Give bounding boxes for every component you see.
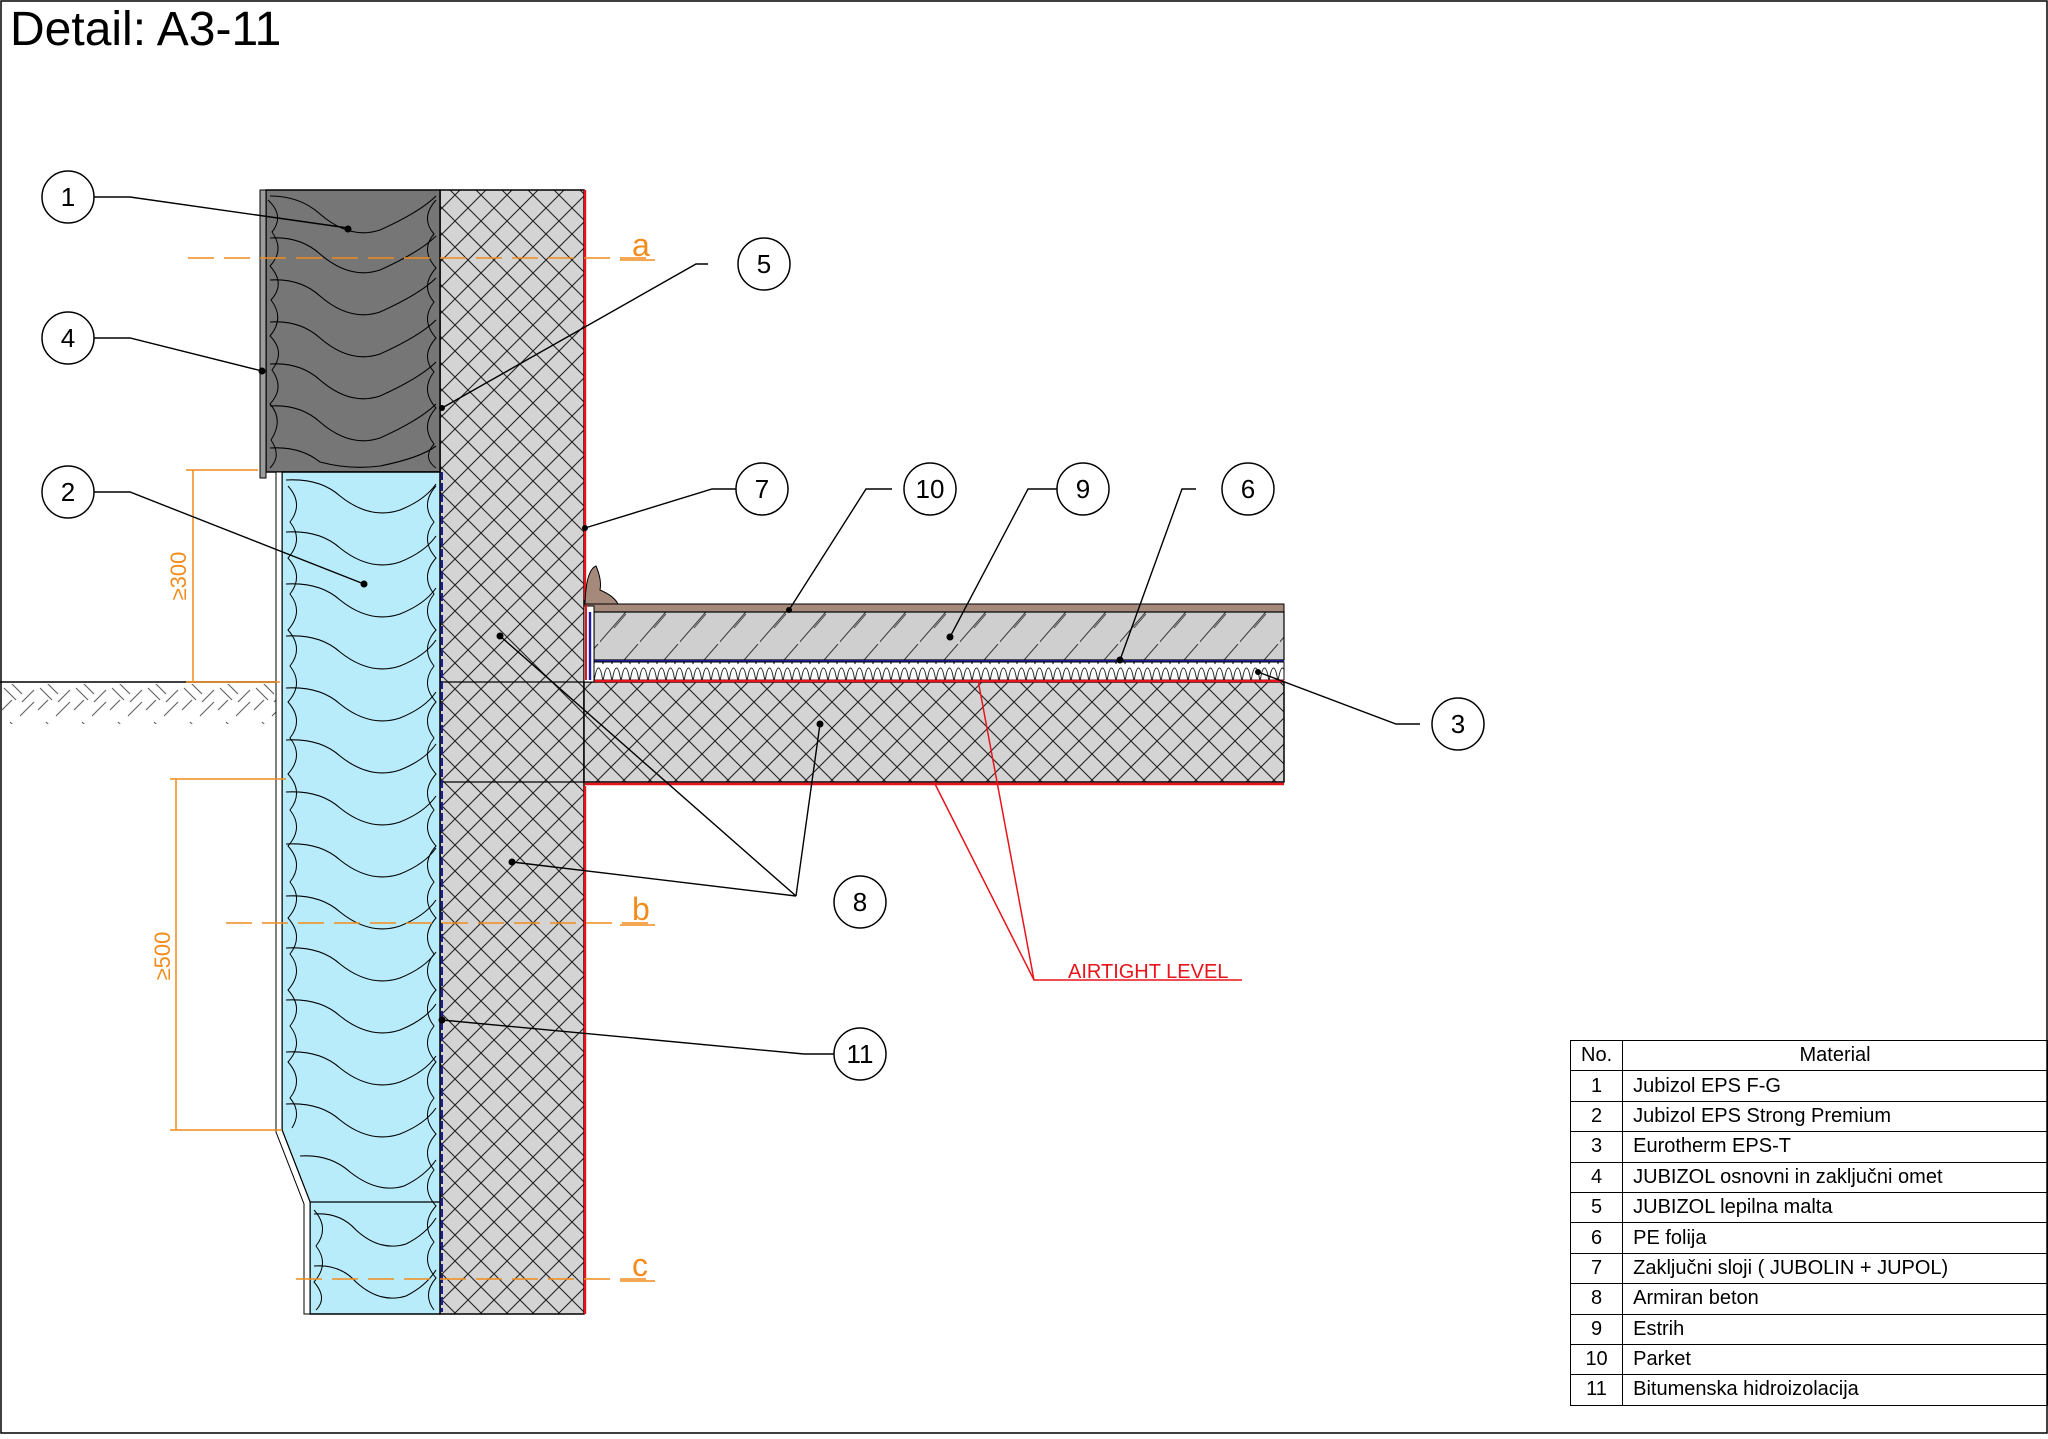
svg-text:4: 4 <box>61 323 75 353</box>
svg-text:6: 6 <box>1241 474 1255 504</box>
callout-7: 7 <box>735 462 789 516</box>
airtight-leaders <box>933 679 1242 981</box>
legend-row-material: PE folija <box>1622 1222 2048 1254</box>
legend-row-material: Armiran beton <box>1622 1283 2048 1315</box>
legend-row-no: 2 <box>1569 1100 1624 1133</box>
svg-text:11: 11 <box>847 1039 874 1069</box>
page-title: Detail: A3-11 <box>10 3 282 56</box>
svg-text:8: 8 <box>853 887 867 917</box>
level-label-c: c <box>632 1247 648 1283</box>
eps-strong-premium-insulation <box>275 471 441 1315</box>
svg-text:1: 1 <box>61 182 75 212</box>
callout-9: 9 <box>1056 462 1110 516</box>
legend-header-row: No. Material <box>1569 1039 2048 1072</box>
legend-row-material: Parket <box>1622 1343 2048 1376</box>
legend-row-no: 4 <box>1569 1161 1624 1193</box>
legend-row-material: Jubizol EPS F-G <box>1622 1070 2048 1102</box>
ground <box>0 681 283 724</box>
callout-2: 2 <box>41 465 95 519</box>
callout-1: 1 <box>41 170 95 224</box>
reinforced-concrete <box>439 189 1285 1315</box>
svg-text:9: 9 <box>1076 474 1090 504</box>
legend-header-no: No. <box>1569 1039 1624 1072</box>
skirting-board <box>584 565 619 605</box>
svg-text:2: 2 <box>61 477 75 507</box>
svg-text:3: 3 <box>1451 709 1465 739</box>
legend-row-no: 9 <box>1569 1313 1624 1345</box>
floor-buildup <box>583 565 1285 683</box>
leader-lines <box>94 196 1420 1055</box>
svg-text:5: 5 <box>757 249 771 279</box>
legend-row-material: Bitumenska hidroizolacija <box>1622 1374 2048 1406</box>
level-label-a: a <box>632 227 650 263</box>
legend-row-material: Zaključni sloji ( JUBOLIN + JUPOL) <box>1622 1252 2048 1285</box>
legend-row-no: 7 <box>1569 1252 1624 1285</box>
callout-11: 11 <box>833 1027 887 1081</box>
callout-5: 5 <box>737 237 791 291</box>
callout-6: 6 <box>1221 462 1275 516</box>
callout-10: 10 <box>903 462 957 516</box>
legend-row-material: Jubizol EPS Strong Premium <box>1622 1100 2048 1133</box>
legend-header-material: Material <box>1622 1039 2048 1072</box>
legend-row-no: 1 <box>1569 1070 1624 1102</box>
svg-text:7: 7 <box>755 474 769 504</box>
dimension-lines <box>170 469 286 1131</box>
legend-row-material: JUBIZOL osnovni in zaključni omet <box>1622 1161 2048 1193</box>
leader-dots <box>258 225 1261 1024</box>
legend-row-no: 11 <box>1569 1374 1624 1406</box>
legend-row-no: 10 <box>1569 1343 1624 1376</box>
legend-row-material: JUBIZOL lepilna malta <box>1622 1191 2048 1224</box>
level-lines: a b c <box>188 227 655 1283</box>
eurotherm-eps-t <box>593 661 1285 681</box>
callout-8: 8 <box>833 875 887 929</box>
dimension-label-300: ≥300 <box>166 552 191 601</box>
legend-row-no: 3 <box>1569 1131 1624 1163</box>
callout-4: 4 <box>41 311 95 365</box>
callout-3: 3 <box>1431 697 1485 751</box>
legend-row-no: 6 <box>1569 1222 1624 1254</box>
dimension-label-500: ≥500 <box>150 932 175 981</box>
level-label-b: b <box>632 891 650 927</box>
legend-row-no: 5 <box>1569 1191 1624 1224</box>
airtight-level-label: AIRTIGHT LEVEL <box>1068 961 1228 983</box>
legend-row-no: 8 <box>1569 1283 1624 1315</box>
eps-fg-insulation <box>259 189 441 479</box>
legend-row-material: Eurotherm EPS-T <box>1622 1131 2048 1163</box>
legend-row-material: Estrih <box>1622 1313 2048 1345</box>
svg-text:10: 10 <box>916 474 945 504</box>
